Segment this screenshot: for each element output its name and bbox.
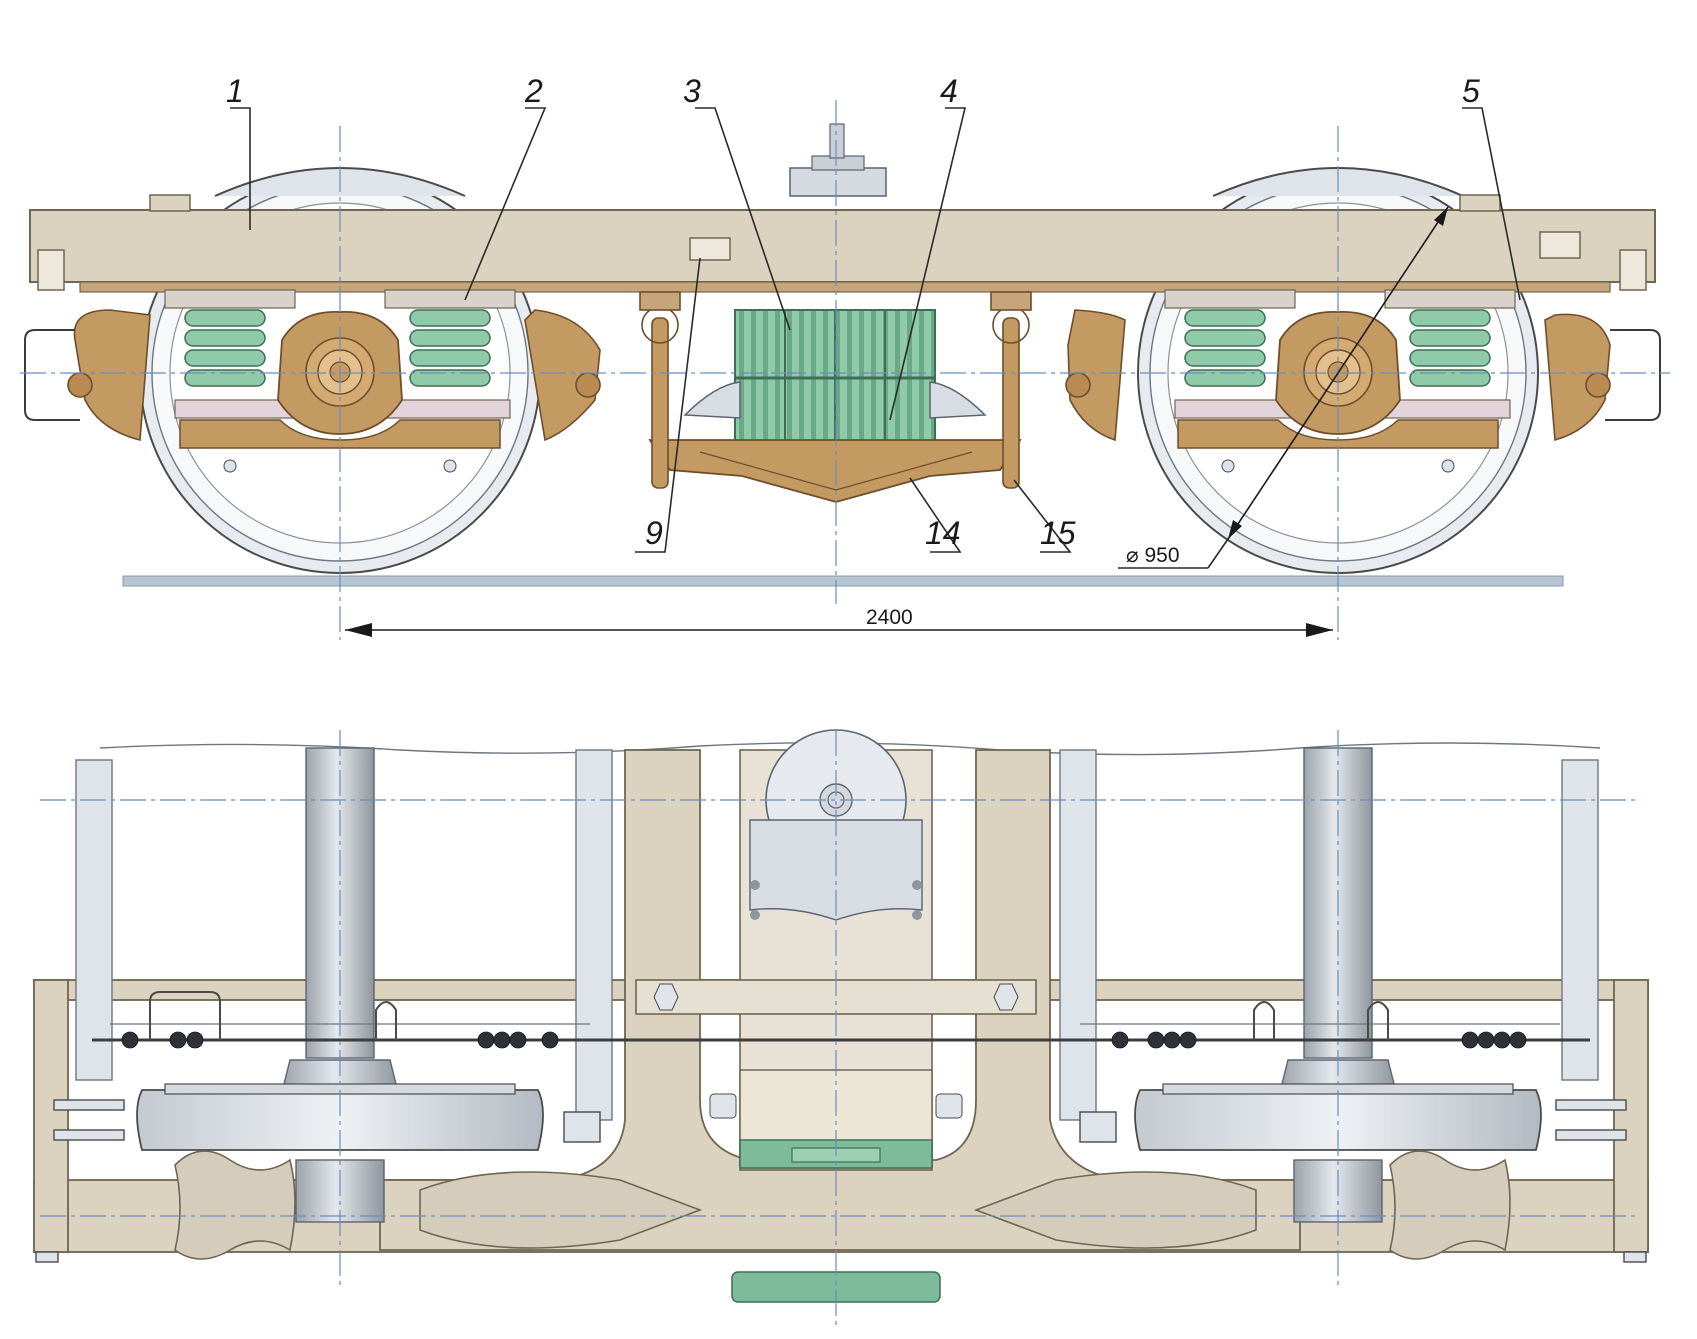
callout-1: 1 (226, 73, 244, 109)
wheel-diameter-dimension (1118, 206, 1449, 569)
brake-hangers (67, 309, 1611, 442)
springs-right (1164, 289, 1516, 419)
side-elevation: 1 2 3 4 5 9 14 15 ⌀ 950 2400 (20, 73, 1670, 640)
plan-end-brackets (35, 1099, 1647, 1263)
callout-2: 2 (524, 73, 543, 109)
wheelbase-label: 2400 (866, 606, 913, 629)
axlebox-right (1177, 311, 1499, 473)
wheelbase-dimension (345, 623, 1333, 637)
callout-9: 9 (645, 515, 663, 551)
plan-equalizers (174, 1150, 1511, 1260)
callout-15: 15 (1040, 515, 1076, 551)
plan-longitudinals (75, 749, 1599, 1121)
plan-brake-rods (92, 991, 1590, 1049)
hanger-links (639, 291, 1032, 489)
wheel-diameter-label: ⌀ 950 (1126, 544, 1180, 567)
rail (122, 575, 1564, 587)
side-frame (29, 194, 1656, 293)
callout-14: 14 (925, 515, 961, 551)
plan-wheels (136, 1083, 1542, 1151)
center-pivot (789, 123, 887, 197)
callout-3: 3 (683, 73, 701, 109)
brake-rods (24, 329, 1661, 421)
plan-view (33, 729, 1649, 1330)
leader-lines (230, 107, 1521, 553)
callout-5: 5 (1462, 73, 1480, 109)
callout-4: 4 (940, 73, 958, 109)
spring-plank (648, 439, 1022, 503)
